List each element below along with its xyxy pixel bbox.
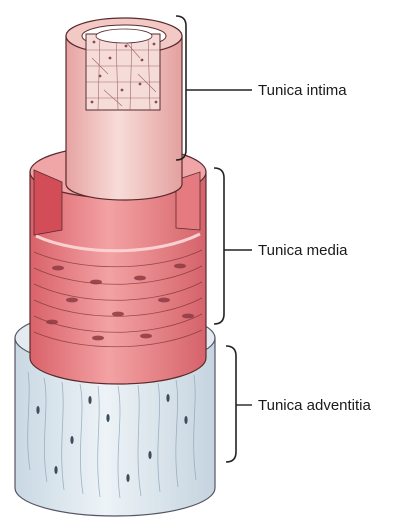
label-text-adventitia: Tunica adventitia bbox=[258, 397, 372, 414]
label-adventitia: Tunica adventitia bbox=[226, 346, 372, 462]
label-text-media: Tunica media bbox=[258, 242, 348, 259]
bracket-media bbox=[214, 168, 224, 324]
label-intima: Tunica intima bbox=[176, 16, 347, 160]
bracket-adventitia bbox=[226, 346, 236, 462]
label-media: Tunica media bbox=[214, 168, 348, 324]
label-text-intima: Tunica intima bbox=[258, 82, 347, 99]
intima-layer bbox=[66, 18, 182, 200]
